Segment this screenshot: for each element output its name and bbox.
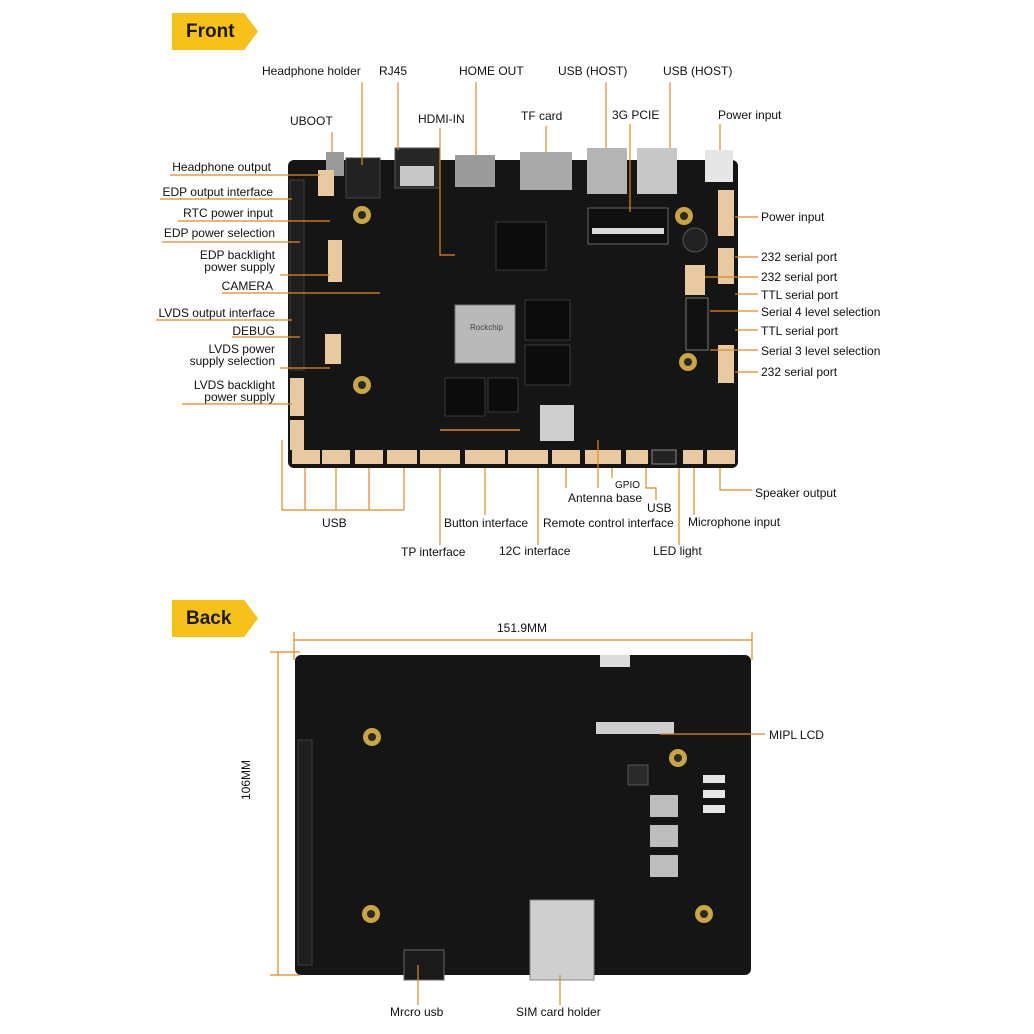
label-usb-host-1: USB (HOST)	[558, 64, 628, 78]
label-lvds-power-2: supply selection	[189, 354, 275, 368]
label-ttl-serial-2: TTL serial port	[761, 324, 838, 338]
label-power-input-right: Power input	[761, 210, 825, 224]
back-dimension-lines	[270, 632, 765, 1005]
label-speaker-output: Speaker output	[755, 486, 837, 500]
label-sim-card-holder: SIM card holder	[516, 1005, 601, 1019]
label-home-out: HOME OUT	[459, 64, 524, 78]
label-tf-card: TF card	[521, 109, 563, 123]
label-mipl-lcd: MIPL LCD	[769, 728, 824, 742]
label-serial4-level: Serial 4 level selection	[761, 305, 881, 319]
soc-marking: Rockchip	[470, 323, 503, 332]
label-headphone-output: Headphone output	[172, 160, 271, 174]
label-edp-output-interface: EDP output interface	[162, 185, 273, 199]
label-lvds-power-1: LVDS power	[208, 342, 275, 356]
label-usb-bottom-right: USB	[647, 501, 672, 515]
label-uboot: UBOOT	[290, 114, 333, 128]
label-serial3-level: Serial 3 level selection	[761, 344, 881, 358]
label-rtc-power-input: RTC power input	[183, 206, 273, 220]
label-power-input-top: Power input	[718, 108, 782, 122]
label-led-light: LED light	[653, 544, 702, 558]
front-board: Rockchip	[288, 147, 738, 468]
label-height-dimension: 106MM	[239, 759, 253, 800]
label-lvds-output-interface: LVDS output interface	[158, 306, 275, 320]
label-lvds-backlight-2: power supply	[204, 390, 275, 404]
label-232-serial-3: 232 serial port	[761, 365, 838, 379]
label-edp-backlight-1: EDP backlight	[199, 248, 275, 262]
label-edp-backlight-2: power supply	[204, 260, 275, 274]
label-headphone-holder: Headphone holder	[262, 64, 361, 78]
back-section-tag: Back	[172, 600, 258, 637]
label-debug: DEBUG	[232, 324, 275, 338]
label-micro-usb: Mrcro usb	[390, 1005, 444, 1019]
label-3g-pcie: 3G PCIE	[612, 108, 660, 122]
label-camera: CAMERA	[221, 279, 273, 293]
label-antenna-base: Antenna base	[568, 491, 643, 505]
label-ttl-serial-1: TTL serial port	[761, 288, 838, 302]
label-microphone-input: Microphone input	[688, 515, 781, 529]
label-usb-host-2: USB (HOST)	[663, 64, 733, 78]
label-remote-control: Remote control interface	[543, 516, 674, 530]
label-lvds-backlight-1: LVDS backlight	[193, 378, 275, 392]
label-232-serial-1: 232 serial port	[761, 250, 838, 264]
label-i2c-interface: 12C interface	[499, 544, 571, 558]
label-rj45: RJ45	[379, 64, 408, 78]
label-hdmi-in: HDMI-IN	[418, 112, 465, 126]
label-tp-interface: TP interface	[401, 545, 466, 559]
front-section-tag: Front	[172, 13, 258, 50]
front-leader-lines	[156, 82, 758, 545]
label-edp-power-selection: EDP power selection	[163, 226, 275, 240]
label-232-serial-2: 232 serial port	[761, 270, 838, 284]
label-button-interface: Button interface	[444, 516, 529, 530]
label-usb-bottom-left: USB	[322, 516, 347, 530]
back-board	[295, 655, 751, 981]
label-width-dimension: 151.9MM	[497, 621, 548, 635]
label-gpio: GPIO	[615, 480, 641, 491]
